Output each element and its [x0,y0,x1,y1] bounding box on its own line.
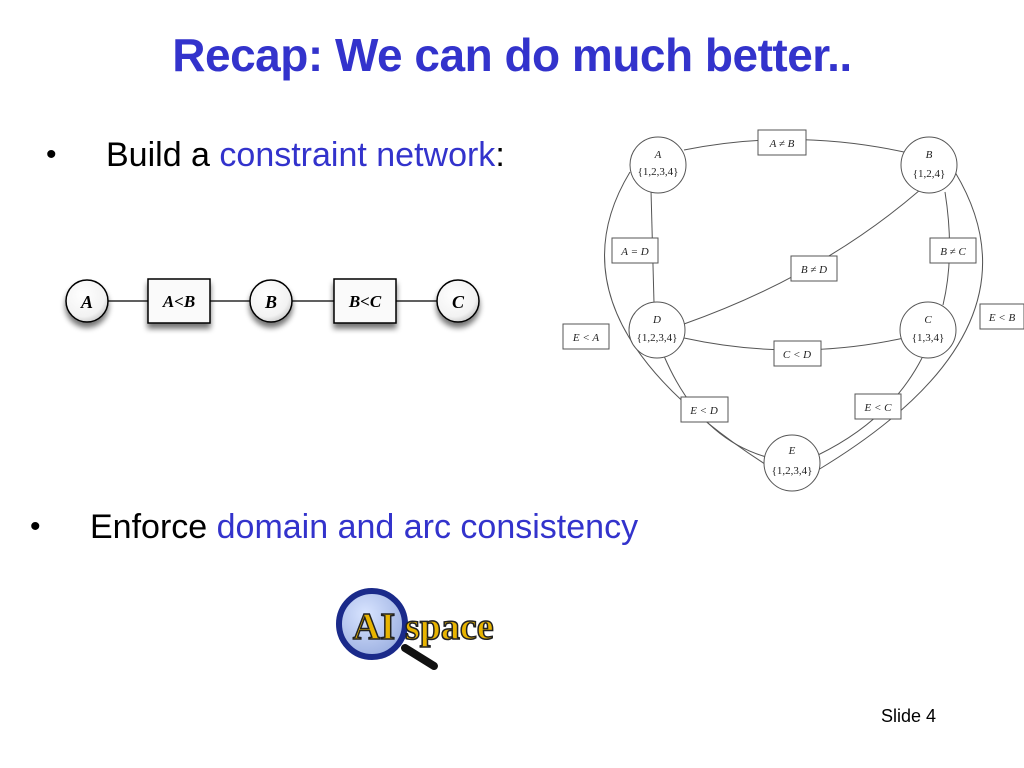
chain-constraint-bc [333,278,397,324]
constraint-box-e-lt-b [979,303,1024,330]
bullet-1-highlight: constraint network [219,136,496,174]
chain-node-c-label: C [452,292,465,312]
edge-a-e [604,171,769,467]
constraint-label-a-eq-d: A = D [620,246,648,258]
constraint-label-e-lt-d: E < D [689,405,718,417]
magnifier-lens [336,588,408,660]
network-node-e-domain: {1,2,3,4} [772,465,813,477]
constraint-box-e-lt-a [562,323,610,350]
constraint-label-e-lt-a: E < A [572,332,599,344]
constraint-label-e-lt-c: E < C [864,402,893,414]
logo-space-text: space [405,606,494,648]
network-constraint-boxes [562,129,1024,423]
bullet-1: Build a constraint network: [106,136,505,175]
network-constraint-labels: A ≠ B A = D B ≠ D B ≠ C E < B E < A C < … [572,138,1016,417]
network-node-a-domain: {1,2,3,4} [638,166,679,178]
bullet-1-text: Build a [106,136,220,174]
logo-ai-text: AI [353,606,395,648]
network-node-e-name: E [788,445,796,457]
network-node-a-name: A [654,149,662,161]
chain-node-b [249,279,293,323]
network-node-labels: A {1,2,3,4} B {1,2,4} C {1,3,4} D {1,2,3… [637,149,946,477]
network-node-c-domain: {1,3,4} [912,332,945,344]
bullet-1-marker: • [46,138,57,171]
aispace-logo: AI space [336,588,494,670]
constraint-box-a-eq-d [611,237,659,264]
bullet-2: Enforce domain and arc consistency [90,508,638,547]
constraint-label-b-neq-d: B ≠ D [801,264,827,276]
chain-diagram: A B C A<B B<C [65,278,480,324]
network-node-b [900,136,958,194]
chain-node-c [436,279,480,323]
constraint-label-c-lt-d: C < D [783,349,811,361]
slide-title: Recap: We can do much better.. [172,29,852,81]
chain-constraint-ab [147,278,211,324]
bullet-2-marker: • [30,510,41,543]
network-node-b-name: B [926,149,933,161]
network-node-d-domain: {1,2,3,4} [637,332,678,344]
edge-b-e [817,171,984,471]
network-node-c [899,301,957,359]
constraint-box-e-lt-c [854,393,902,420]
network-node-a [629,136,687,194]
constraint-box-a-neq-b [757,129,807,156]
constraint-box-b-neq-d [790,255,838,282]
constraint-label-b-neq-c: B ≠ C [940,246,966,258]
slide-number: Slide 4 [880,706,936,726]
chain-constraint-bc-label: B<C [348,292,382,311]
constraint-box-e-lt-d [680,396,729,423]
bullet-2-text: Enforce [90,508,217,546]
constraint-box-c-lt-d [773,340,822,367]
chain-node-b-label: B [264,292,277,312]
bullet-1-suffix: : [495,136,505,174]
constraint-box-b-neq-c [929,237,977,264]
network-node-d-name: D [652,314,661,326]
network-node-d [628,301,686,359]
network-node-e [763,434,821,492]
chain-node-a-label: A [80,292,93,312]
network-node-b-domain: {1,2,4} [913,168,946,180]
network-nodes [628,136,958,492]
chain-node-a [65,279,109,323]
chain-constraint-ab-label: A<B [162,292,195,311]
constraint-label-e-lt-b: E < B [988,312,1016,324]
constraint-label-a-neq-b: A ≠ B [769,138,795,150]
network-node-c-name: C [924,314,932,326]
magnifier-handle [401,644,438,670]
bullet-2-highlight: domain and arc consistency [216,508,639,546]
